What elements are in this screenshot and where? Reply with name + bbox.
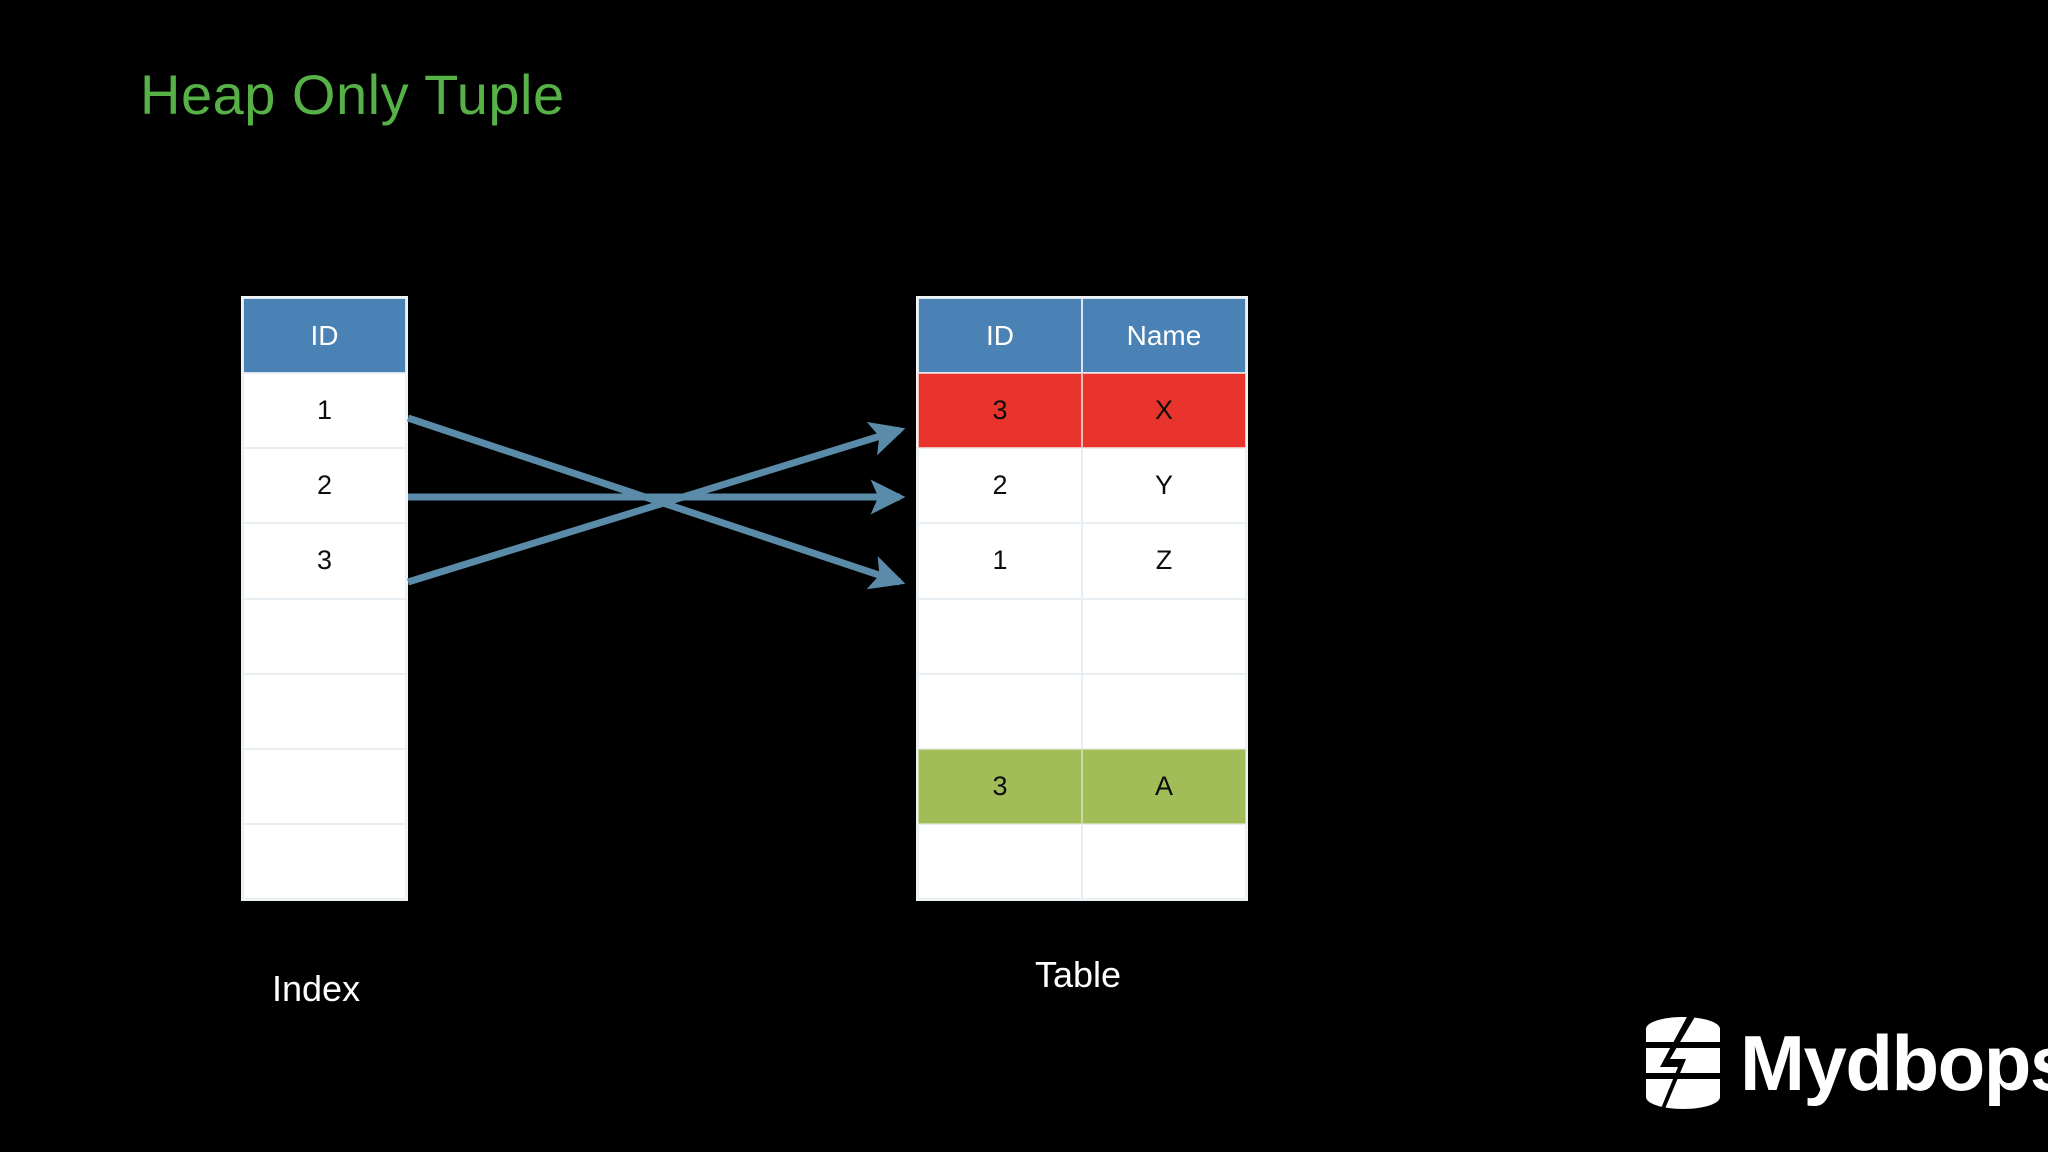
table-row: 2	[243, 448, 406, 524]
data-cell-id	[918, 823, 1082, 899]
data-table-header-cell-name: Name	[1082, 298, 1246, 374]
data-table: ID Name 3 X 2 Y 1 Z 3 A	[916, 296, 1248, 901]
data-cell-id: 3	[918, 748, 1082, 824]
table-row	[918, 823, 1246, 899]
data-cell-name: Y	[1082, 448, 1246, 524]
page-title: Heap Only Tuple	[140, 63, 565, 126]
data-cell-name	[1082, 598, 1246, 674]
data-cell-name: A	[1082, 748, 1246, 824]
index-cell-id: 3	[243, 523, 406, 599]
data-cell-name: Z	[1082, 523, 1246, 599]
table-row: 3 X	[918, 373, 1246, 449]
index-cell-id	[243, 673, 406, 749]
data-cell-name	[1082, 673, 1246, 749]
table-caption: Table	[1035, 954, 1122, 995]
table-row: 3	[243, 523, 406, 599]
table-row	[918, 598, 1246, 674]
data-cell-id: 2	[918, 448, 1082, 524]
index-caption: Index	[272, 968, 361, 1009]
table-row	[243, 823, 406, 899]
data-table-header-row: ID Name	[918, 298, 1246, 374]
table-row: 3 A	[918, 748, 1246, 824]
table-row	[243, 598, 406, 674]
table-row	[243, 673, 406, 749]
index-1-to-table-row-3	[406, 414, 906, 590]
index-table: ID 1 2 3	[241, 296, 408, 901]
table-row: 1 Z	[918, 523, 1246, 599]
index-cell-id	[243, 823, 406, 899]
index-cell-id: 1	[243, 373, 406, 449]
index-cell-id	[243, 598, 406, 674]
index-table-header-row: ID	[243, 298, 406, 374]
index-3-to-table-row-1	[406, 421, 906, 586]
table-row	[243, 748, 406, 824]
mydbops-wordmark: Mydbops	[1740, 1019, 2048, 1107]
data-cell-id: 3	[918, 373, 1082, 449]
data-cell-name	[1082, 823, 1246, 899]
table-row: 1	[243, 373, 406, 449]
data-cell-name: X	[1082, 373, 1246, 449]
data-cell-id	[918, 598, 1082, 674]
data-cell-id	[918, 673, 1082, 749]
data-table-header-cell-id: ID	[918, 298, 1082, 374]
index-table-header-cell-id: ID	[243, 298, 406, 374]
mydbops-logo: Mydbops	[1640, 1015, 2048, 1111]
index-cell-id	[243, 748, 406, 824]
index-cell-id: 2	[243, 448, 406, 524]
data-cell-id: 1	[918, 523, 1082, 599]
database-cylinder-icon	[1646, 1015, 1720, 1111]
table-row: 2 Y	[918, 448, 1246, 524]
table-row	[918, 673, 1246, 749]
